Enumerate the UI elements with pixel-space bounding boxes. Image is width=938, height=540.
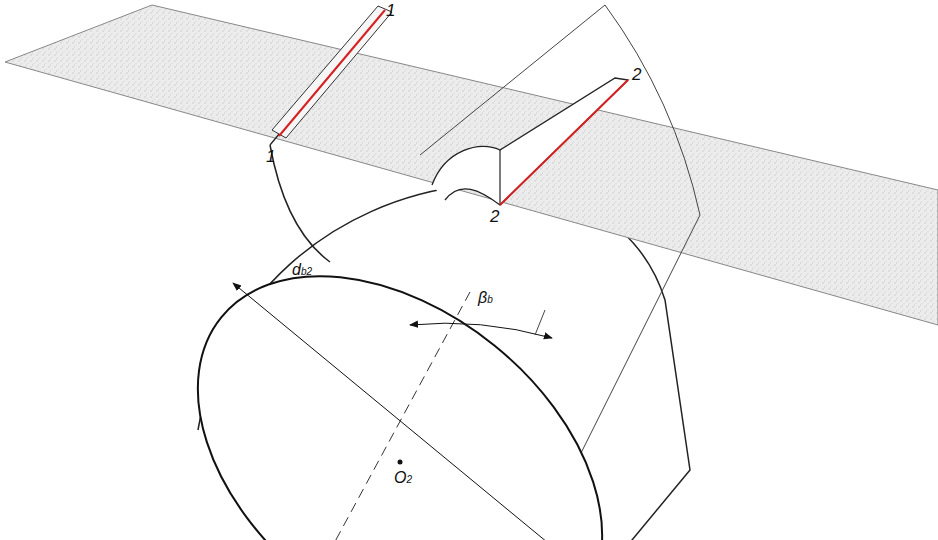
callout-number: 1 (266, 148, 275, 165)
center-label: O2 (394, 470, 412, 486)
callout-number: 1 (386, 2, 395, 19)
diameter-label: db2 (292, 262, 312, 278)
callout-number: 2 (632, 66, 641, 83)
callout-number: 2 (490, 208, 499, 225)
angle-label: βb (478, 290, 493, 306)
